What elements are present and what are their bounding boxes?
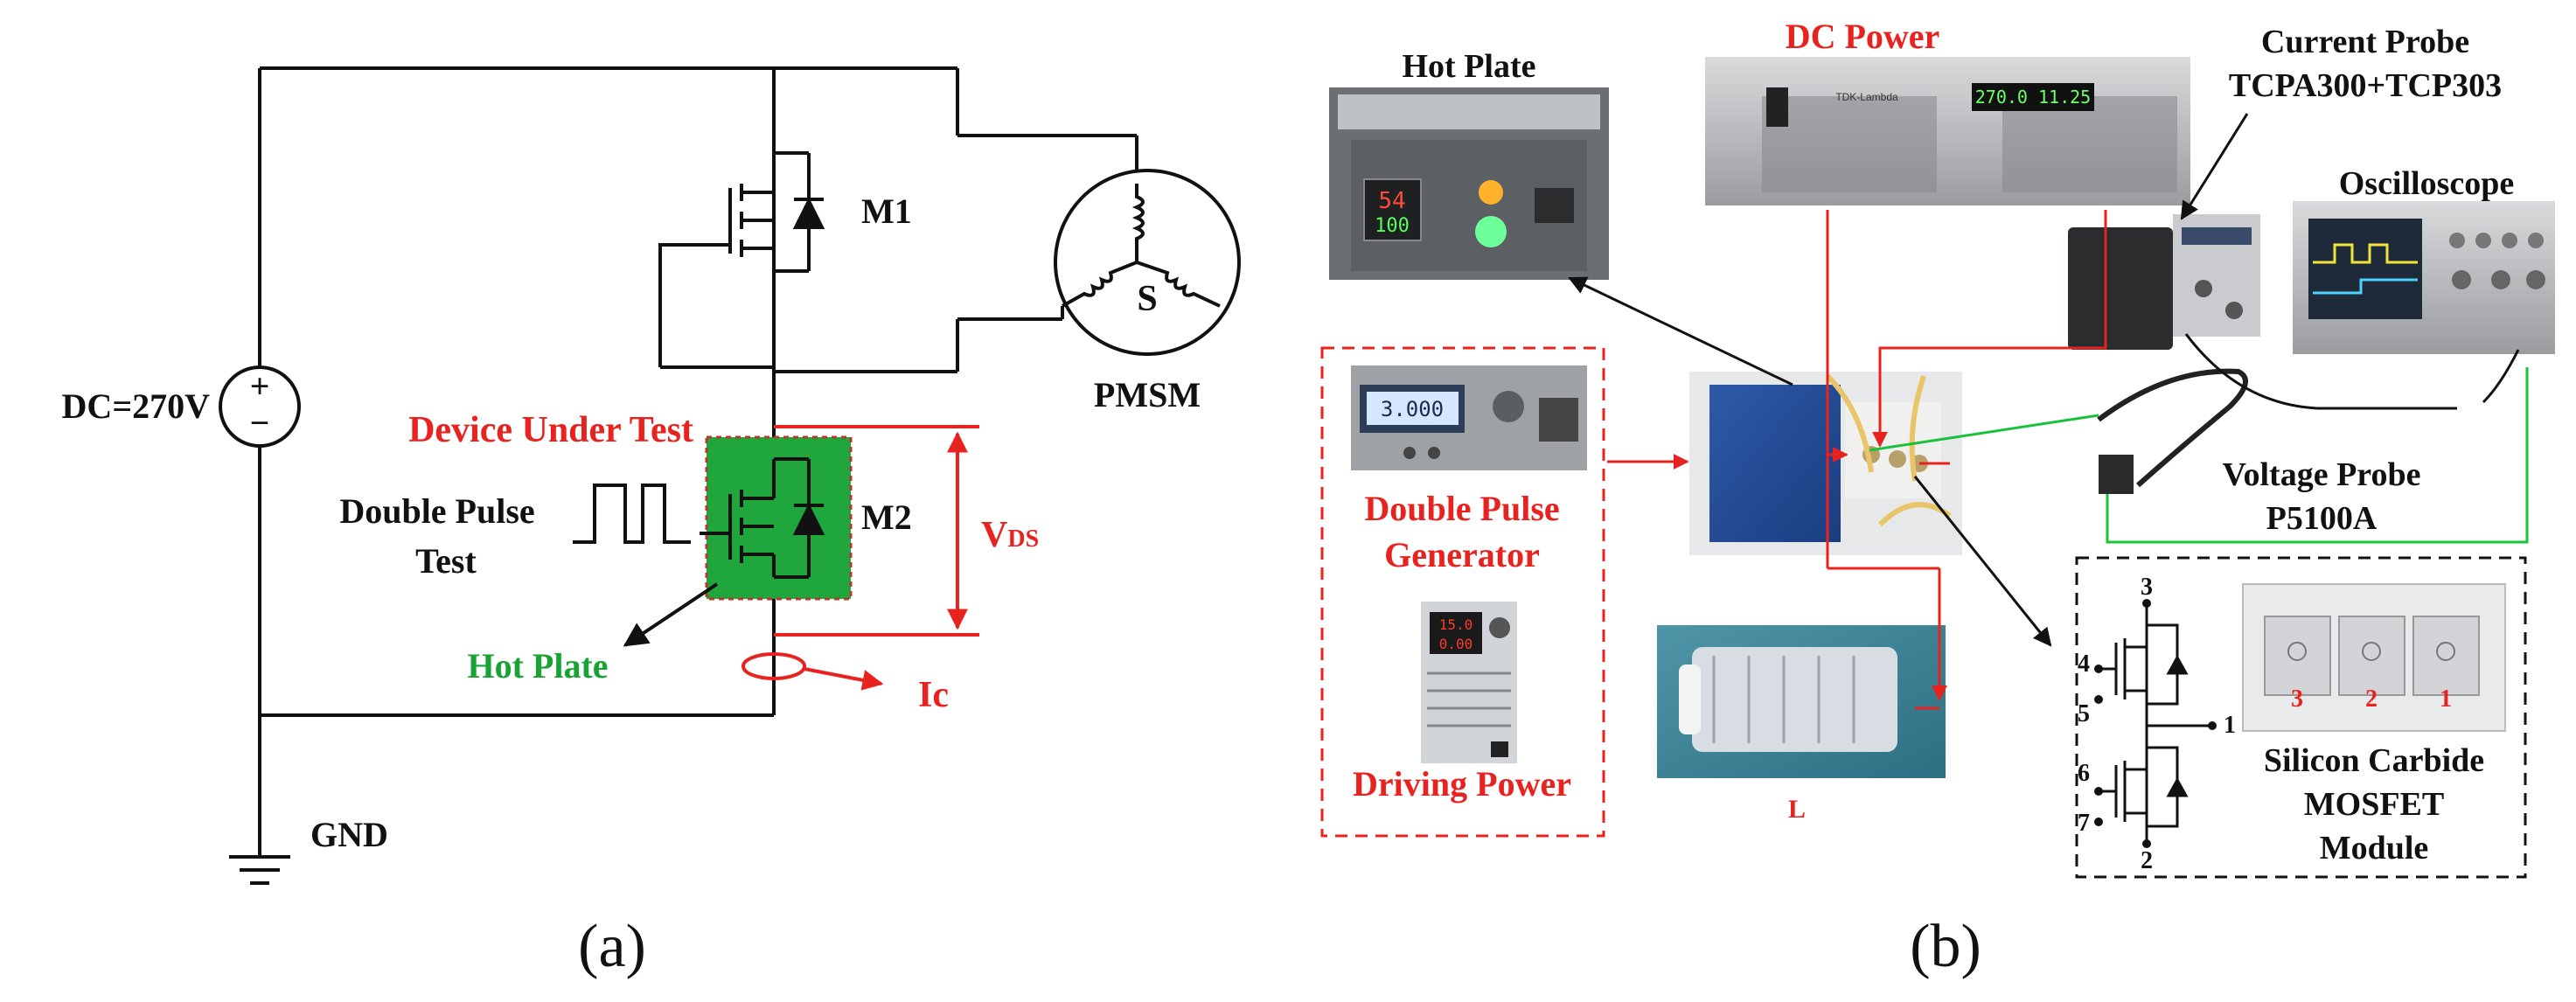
module-term-1: 1 — [2440, 685, 2452, 713]
module-pin-labels: 3 4 5 1 6 7 2 — [2078, 574, 2236, 874]
double-pulse-waveform — [573, 484, 691, 544]
probe-title-arrow — [2180, 113, 2249, 220]
m1-label: M1 — [861, 191, 912, 231]
hot-plate-lamp-orange — [1479, 180, 1503, 205]
board-to-hotplate-arrow — [1568, 276, 1793, 386]
mosfet-m2-symbol — [700, 457, 825, 579]
current-probe-photo — [2068, 214, 2260, 350]
current-probe-title-2: TCPA300+TCP303 — [2229, 67, 2502, 104]
driving-power-photo: 15.0 0.00 — [1421, 602, 1517, 763]
pulse-label-line1: Double Pulse — [339, 491, 534, 531]
test-board-photo — [1689, 372, 1962, 555]
pin-2: 2 — [2141, 847, 2153, 874]
generator-readout: 3.000 — [1381, 397, 1444, 421]
module-title-1: Silicon Carbide — [2264, 742, 2484, 779]
ic-arrow — [804, 667, 884, 691]
dc-minus-sign: − — [250, 403, 270, 442]
dc-power-readout: 270.0 11.25 — [1975, 87, 2091, 108]
pulse-generator-title-2: Generator — [1384, 535, 1540, 574]
vds-subscript: DS — [1007, 525, 1039, 553]
dc-brand: TDK-Lambda — [1835, 91, 1898, 103]
connection-lines — [1607, 210, 2529, 710]
current-loop-icon — [741, 652, 806, 680]
ground-symbol — [229, 855, 290, 885]
hot-plate-readout-2: 100 — [1375, 215, 1410, 237]
dc-plus-sign: + — [250, 366, 270, 406]
ic-label: Ic — [918, 675, 949, 715]
module-schematic — [2099, 603, 2212, 844]
motor-label: PMSM — [1094, 375, 1201, 414]
driver-readout-2: 0.00 — [1439, 636, 1473, 652]
pulse-generator-title-1: Double Pulse — [1364, 489, 1559, 528]
dut-label: Device Under Test — [408, 410, 693, 450]
module-box — [2075, 556, 2527, 879]
inductor-photo — [1657, 625, 1946, 778]
oscilloscope-photo — [2293, 201, 2555, 354]
gate-driver-group-box — [1320, 346, 1605, 838]
hot-plate-arrow — [623, 582, 719, 647]
voltage-probe-title-1: Voltage Probe — [2223, 456, 2421, 493]
board-to-module-arrow — [1913, 476, 2052, 647]
current-probe-title-1: Current Probe — [2261, 24, 2469, 60]
pulse-label-line2: Test — [415, 541, 477, 581]
voltage-probe-title-2: P5100A — [2266, 500, 2378, 537]
pin-6: 6 — [2078, 760, 2090, 787]
dc-power-photo: TDK-Lambda 270.0 11.25 — [1705, 57, 2190, 205]
hot-plate-box — [705, 435, 853, 601]
dc-power-title: DC Power — [1786, 17, 1940, 56]
hot-plate-label-a: Hot Plate — [467, 646, 608, 685]
pin-3: 3 — [2141, 574, 2153, 601]
mosfet-m1-symbol — [728, 151, 825, 273]
hot-plate-photo: 54 100 — [1329, 87, 1609, 280]
ground-label: GND — [310, 815, 388, 854]
voltage-probe-photo — [2097, 368, 2248, 494]
oscilloscope-title: Oscilloscope — [2339, 165, 2515, 202]
vds-label: VDS — [981, 515, 1039, 555]
motor-letter: S — [1137, 279, 1157, 319]
vds-measurement — [774, 425, 979, 637]
pin-1: 1 — [2224, 712, 2236, 739]
dc-source-label: DC=270V — [62, 386, 211, 426]
hot-plate-title: Hot Plate — [1402, 48, 1535, 85]
module-pin-dots — [2094, 599, 2217, 848]
driver-readout-1: 15.0 — [1439, 616, 1473, 633]
driving-power-title: Driving Power — [1353, 764, 1571, 804]
pin-7: 7 — [2078, 810, 2090, 837]
module-term-2: 2 — [2365, 685, 2378, 713]
module-term-3: 3 — [2291, 685, 2303, 713]
pin-5: 5 — [2078, 700, 2090, 727]
pulse-generator-photo: 3.000 — [1351, 365, 1587, 470]
module-title-3: Module — [2320, 830, 2429, 866]
motor-symbol — [1054, 169, 1241, 356]
hot-plate-readout-1: 54 — [1378, 188, 1405, 214]
dc-source-symbol: + − — [219, 365, 301, 448]
module-title-2: MOSFET — [2304, 786, 2444, 823]
panel-a-label: (a) — [578, 913, 646, 980]
inductor-label: L — [1788, 795, 1806, 824]
panel-a-schematic — [258, 66, 1138, 857]
module-package-photo: 3 2 1 — [2242, 583, 2506, 732]
panel-b-label: (b) — [1910, 913, 1981, 980]
hot-plate-lamp-green — [1475, 216, 1507, 247]
pin-4: 4 — [2078, 651, 2090, 678]
m2-label: M2 — [861, 498, 912, 537]
